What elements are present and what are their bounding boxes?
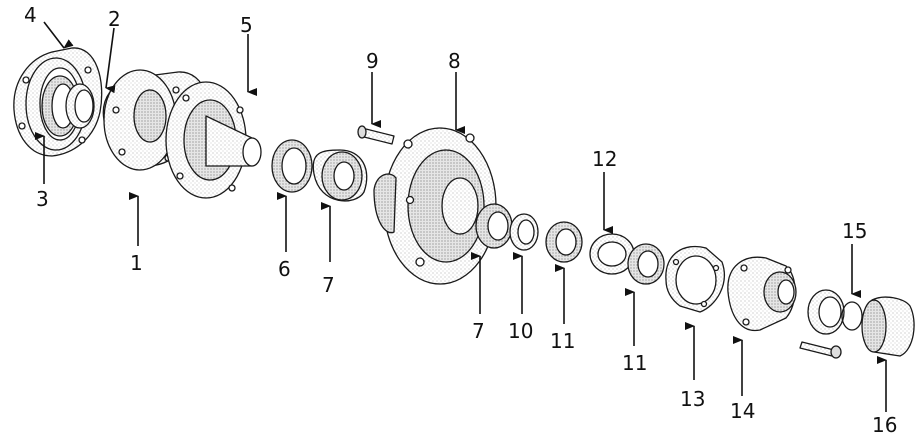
part-11-spacer-2 [628,244,664,284]
arrow-2 [105,27,116,94]
callout-16: 16 [872,413,897,436]
callout-14: 14 [730,399,755,423]
part-7-inner-bearing [313,150,367,201]
callout-3: 3 [36,187,49,211]
part-6-oil-seal [272,140,312,192]
leader-arrows-up [35,132,887,412]
part-14-bolt [800,342,841,358]
part-5-drive-flange [166,82,261,198]
callout-5: 5 [240,13,253,37]
callout-8: 8 [448,49,461,73]
part-11-spacer [546,222,582,262]
callout-1: 1 [130,251,143,275]
callout-7-right: 7 [472,319,485,343]
callout-15: 15 [842,219,867,243]
callout-labels: 4 2 5 3 1 9 8 6 7 7 10 11 12 11 13 14 15… [24,3,897,436]
part-15-circlip [808,290,862,334]
part-9-wheel-stud [358,126,394,144]
callout-12: 12 [592,147,617,171]
callout-11-left: 11 [550,329,575,353]
part-2-spacer [66,84,94,128]
callout-6: 6 [278,257,291,281]
part-13-gasket [666,246,724,312]
part-16-hub-cap [862,297,914,356]
part-12-thrust-washer [590,234,634,274]
part-7-outer-bearing [476,204,512,248]
part-14-drive-member [728,257,796,330]
callout-2: 2 [108,7,121,31]
callout-11-right: 11 [622,351,647,375]
arrow-4 [43,21,74,49]
callout-9: 9 [366,49,379,73]
leader-arrows [43,21,861,298]
callout-13: 13 [680,387,705,411]
part-10-lock-washer [510,214,538,250]
callout-10: 10 [508,319,533,343]
callout-4: 4 [24,3,37,27]
part-8-hub-flange [374,128,496,284]
callout-7-left: 7 [322,273,335,297]
